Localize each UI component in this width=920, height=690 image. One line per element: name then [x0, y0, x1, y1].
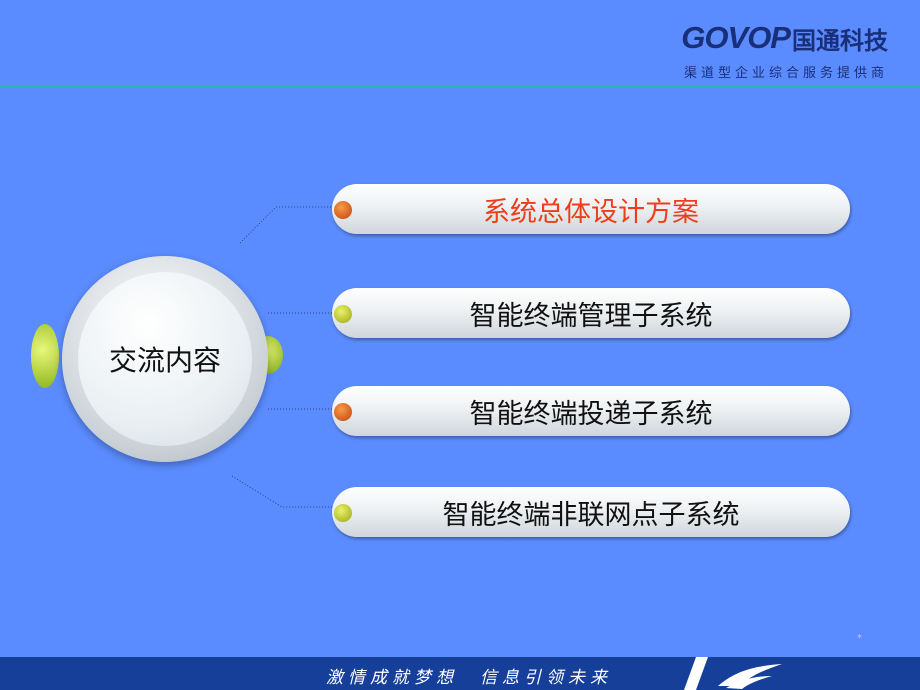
- menu-item-label: 智能终端管理子系统: [469, 300, 713, 332]
- menu-item-terminal-delivery[interactable]: 智能终端投递子系统: [332, 386, 850, 436]
- footer-slogan: 激情成就梦想 信息引领未来: [326, 668, 612, 688]
- menu-item-offline-points[interactable]: 智能终端非联网点子系统: [332, 487, 850, 537]
- company-tagline: 渠道型企业综合服务提供商: [683, 66, 888, 81]
- header-divider: [0, 85, 920, 87]
- menu-item-label: 智能终端非联网点子系统: [442, 499, 740, 531]
- menu-item-terminal-management[interactable]: 智能终端管理子系统: [332, 288, 850, 338]
- center-title: 交流内容: [108, 344, 221, 377]
- page-mark: *: [857, 633, 862, 644]
- footer-bar: [0, 657, 920, 690]
- company-logo: GOVOP 国通科技: [681, 20, 888, 56]
- header-bar: [0, 0, 920, 86]
- center-circle: 交流内容: [78, 272, 252, 446]
- bullet-icon: [334, 504, 352, 522]
- logo-text-en: GOVOP: [681, 20, 791, 55]
- menu-item-label: 系统总体设计方案: [483, 196, 699, 228]
- bullet-icon: [334, 305, 352, 323]
- bird-logo-icon: [718, 664, 782, 689]
- menu-item-label: 智能终端投递子系统: [469, 398, 713, 430]
- menu-item-system-design[interactable]: 系统总体设计方案: [332, 184, 850, 234]
- logo-text-cn: 国通科技: [792, 26, 888, 55]
- bullet-icon: [334, 201, 352, 219]
- bullet-icon: [334, 403, 352, 421]
- left-accent-shape: [31, 324, 59, 388]
